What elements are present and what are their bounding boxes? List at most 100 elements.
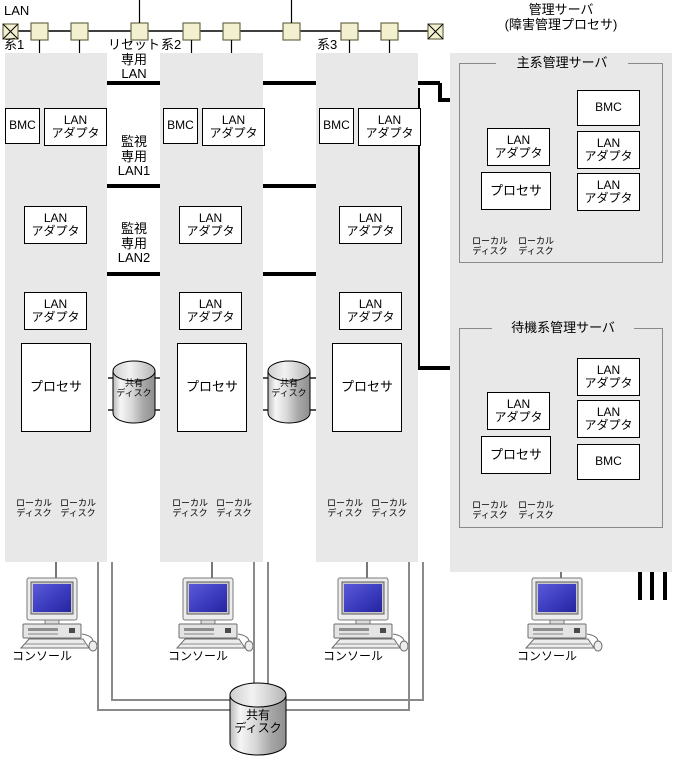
reset-lan-label: リセット 専用 LAN xyxy=(108,37,160,82)
bmc-sys3: BMC xyxy=(319,108,354,144)
reset-lan-label-line2: 専用 xyxy=(120,51,147,67)
monitor-lan2-label-line3: LAN2 xyxy=(117,250,151,266)
lan-adapter-label-line1: LAN xyxy=(596,135,621,150)
local-disk-caption: ローカル ディスク xyxy=(58,498,98,518)
lan-adapter-label-line2: アダプタ xyxy=(584,418,633,432)
processor-mgmt-standby: プロセサ xyxy=(481,436,551,474)
console-sys1 xyxy=(20,562,98,652)
bmc-sys1: BMC xyxy=(5,108,40,144)
lan-adapter-sys2-reset: LAN アダプタ xyxy=(202,108,265,146)
local-disk-line2: ディスク xyxy=(472,510,508,521)
lan-adapter-label-line2: アダプタ xyxy=(51,126,100,140)
local-disk-line1: ローカル xyxy=(517,236,554,246)
lan-adapter-label-line2: アダプタ xyxy=(365,126,414,140)
lan-adapter-label-line1: LAN xyxy=(63,112,88,127)
lan-adapter-mgmt-standby-2: LAN アダプタ xyxy=(577,400,640,438)
lan-adapter-label-line2: アダプタ xyxy=(31,224,80,238)
monitor-lan1-label-line3: LAN1 xyxy=(117,163,151,179)
shared-disk-line2: ディスク xyxy=(271,388,307,399)
monitor-lan2-label-line1: 監視 xyxy=(120,221,147,236)
lan-adapter-label-line1: LAN xyxy=(596,177,621,192)
bus-node xyxy=(130,0,149,41)
shared-disk-line2: ディスク xyxy=(116,388,152,399)
shared-disk-line1: 共有 xyxy=(124,378,143,388)
active-title-mask xyxy=(496,57,628,70)
standby-title-mask xyxy=(492,322,634,335)
local-disk-caption: ローカル ディスク xyxy=(516,236,556,256)
local-disk-line1: ローカル xyxy=(370,498,407,508)
lan-adapter-sys2-mon1: LAN アダプタ xyxy=(179,206,242,244)
console-label-sys2: コンソール xyxy=(168,649,229,663)
local-disk-caption: ローカル ディスク xyxy=(516,500,556,520)
lan-adapter-mgmt-active-2: LAN アダプタ xyxy=(577,173,640,211)
monitor-lan2-label-line2: 専用 xyxy=(120,235,147,251)
shared-disk-sys1-sys2 xyxy=(108,360,161,424)
bmc-mgmt-active: BMC xyxy=(577,90,640,126)
shared-disk-sys2-sys3 xyxy=(263,360,316,424)
bus-node xyxy=(282,0,301,41)
bottom-shared-disk-caption: 共有 ディスク xyxy=(230,708,286,736)
reset-lan-label-line3: LAN xyxy=(121,66,147,82)
bmc-mgmt-standby: BMC xyxy=(577,444,640,480)
local-disk-caption: ローカル ディスク xyxy=(170,498,210,518)
local-disk-line1: ローカル xyxy=(471,500,508,510)
bus-terminator-left xyxy=(2,23,19,40)
system-label-2: 系2 xyxy=(161,37,182,52)
processor-mgmt-active: プロセサ xyxy=(481,172,551,210)
lan-adapter-mgmt-active: LAN アダプタ xyxy=(487,128,550,166)
lan-adapter-mgmt-standby-1: LAN アダプタ xyxy=(577,358,640,396)
console-sys3 xyxy=(331,562,409,652)
local-disk-line2: ディスク xyxy=(60,508,96,519)
local-disk-line2: ディスク xyxy=(216,508,252,519)
local-disk-line1: ローカル xyxy=(517,500,554,510)
console-sys2 xyxy=(176,562,254,652)
bus-terminator-right xyxy=(427,23,444,40)
lan-adapter-mgmt-active-1: LAN アダプタ xyxy=(577,131,640,169)
lan-adapter-label-line1: LAN xyxy=(358,296,383,311)
lan-adapter-sys2-mon2: LAN アダプタ xyxy=(179,292,242,330)
lan-adapter-mgmt-standby: LAN アダプタ xyxy=(487,392,550,430)
lan-adapter-label-line1: LAN xyxy=(43,210,68,225)
lan-adapter-label-line1: LAN xyxy=(506,396,531,411)
lan-adapter-label-line2: アダプタ xyxy=(584,376,633,390)
local-disk-caption: ローカル ディスク xyxy=(214,498,254,518)
monitor-lan1-label: 監視 専用 LAN1 xyxy=(108,134,160,179)
top-lan-bus xyxy=(2,0,444,53)
lan-adapter-label-line2: アダプタ xyxy=(584,191,633,205)
lan-adapter-sys3-mon2: LAN アダプタ xyxy=(339,292,402,330)
top-lan-label: LAN xyxy=(4,3,30,18)
standby-mgmt-title: 待機系管理サーバ xyxy=(511,320,615,335)
lan-adapter-label-line1: LAN xyxy=(43,296,68,311)
processor-sys2: プロセサ xyxy=(177,343,247,432)
local-disk-line2: ディスク xyxy=(518,510,554,521)
processor-sys1: プロセサ xyxy=(21,343,91,432)
lan-adapter-sys3-mon1: LAN アダプタ xyxy=(339,206,402,244)
lan-adapter-label-line2: アダプタ xyxy=(584,149,633,163)
console-label-mgmt: コンソール xyxy=(517,649,578,663)
bus-node xyxy=(70,22,89,53)
local-disk-line2: ディスク xyxy=(172,508,208,519)
shared-disk-line2: ディスク xyxy=(234,721,282,736)
local-disk-caption: ローカル ディスク xyxy=(325,498,365,518)
lan-adapter-sys1-mon1: LAN アダプタ xyxy=(24,206,87,244)
shared-disk-line1: 共有 xyxy=(279,378,298,388)
local-disk-line2: ディスク xyxy=(16,508,52,519)
lan-adapter-label-line2: アダプタ xyxy=(346,224,395,238)
console-label-sys1: コンソール xyxy=(12,649,73,663)
processor-sys3: プロセサ xyxy=(332,343,402,432)
system-label-1: 系1 xyxy=(4,37,25,52)
mgmt-title: 管理サーバ (障害管理プロセサ) xyxy=(450,2,672,32)
console-label-sys3: コンソール xyxy=(323,649,384,663)
local-disk-line1: ローカル xyxy=(15,498,52,508)
local-disk-line2: ディスク xyxy=(371,508,407,519)
local-disk-line1: ローカル xyxy=(326,498,363,508)
lan-adapter-label-line2: アダプタ xyxy=(209,126,258,140)
local-disk-caption: ローカル ディスク xyxy=(470,236,510,256)
local-disk-line2: ディスク xyxy=(327,508,363,519)
mgmt-title-line2: (障害管理プロセサ) xyxy=(504,16,618,32)
lan-adapter-label-line1: LAN xyxy=(506,132,531,147)
system-label-3: 系3 xyxy=(317,37,338,52)
lan-adapter-label-line1: LAN xyxy=(596,404,621,419)
local-disk-line2: ディスク xyxy=(518,246,554,257)
